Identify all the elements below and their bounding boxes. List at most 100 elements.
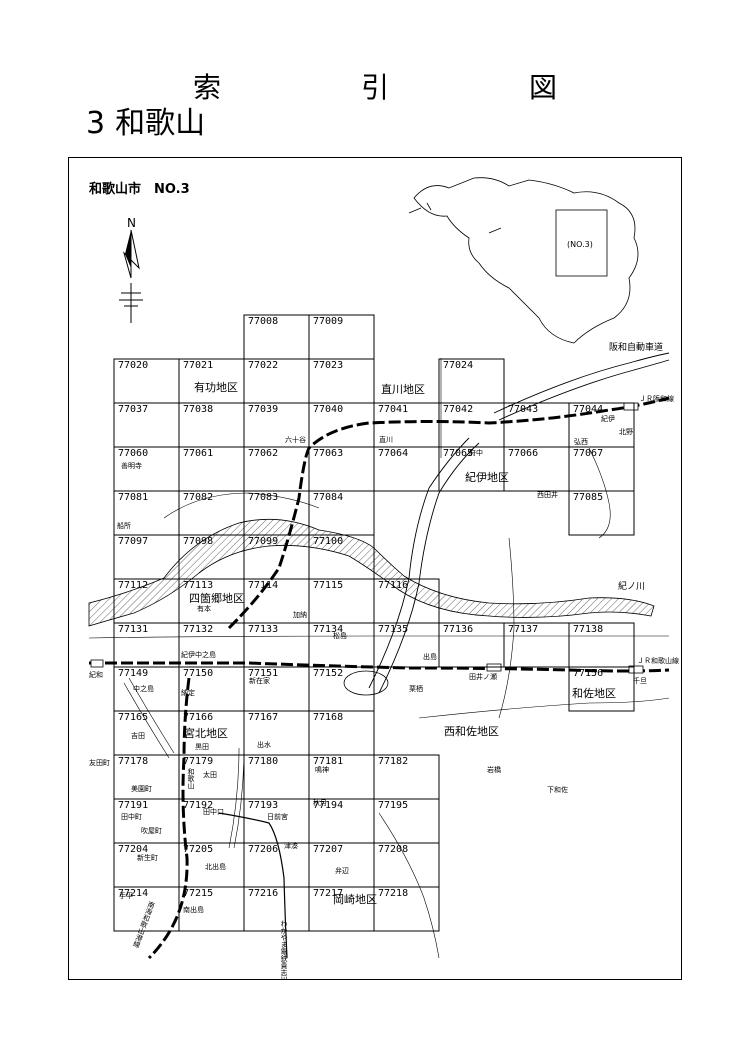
- grid-sheet[interactable]: 77023: [309, 359, 374, 403]
- grid-sheet-number: 77208: [378, 844, 409, 855]
- grid-sheet[interactable]: 77152: [309, 667, 374, 711]
- grid-sheet[interactable]: 77084: [309, 491, 374, 535]
- grid-sheet[interactable]: 77137: [504, 623, 569, 667]
- grid-sheet[interactable]: 77082: [179, 491, 244, 535]
- grid-sheet[interactable]: 77060: [114, 447, 179, 491]
- grid-sheet[interactable]: 77136: [439, 623, 504, 667]
- grid-sheet[interactable]: 77020: [114, 359, 179, 403]
- grid-sheet[interactable]: 77097: [114, 535, 179, 579]
- grid-sheet[interactable]: 77168: [309, 711, 374, 755]
- grid-sheet[interactable]: 77138: [569, 623, 634, 667]
- grid-sheet[interactable]: 77039: [244, 403, 309, 447]
- road-8: [123, 677, 175, 759]
- grid-sheet[interactable]: 77194: [309, 799, 374, 843]
- grid-sheet[interactable]: 77151: [244, 667, 309, 711]
- grid-sheet[interactable]: 77061: [179, 447, 244, 491]
- grid-sheet[interactable]: 77208: [374, 843, 439, 887]
- grid-sheet[interactable]: 77112: [114, 579, 179, 623]
- grid-sheet-number: 77150: [183, 668, 214, 679]
- grid-sheet[interactable]: 77191: [114, 799, 179, 843]
- grid-sheet[interactable]: 77204: [114, 843, 179, 887]
- grid-sheet[interactable]: 77083: [244, 491, 309, 535]
- grid-sheet[interactable]: 77041: [374, 403, 439, 447]
- label-jr-hanwa: ＪＲ阪和線: [639, 395, 674, 403]
- grid-sheet[interactable]: 77215: [179, 887, 244, 931]
- grid-sheet[interactable]: 77207: [309, 843, 374, 887]
- grid-sheet[interactable]: 77205: [179, 843, 244, 887]
- grid-sheet[interactable]: 77116: [374, 579, 439, 623]
- grid-sheet[interactable]: 77133: [244, 623, 309, 667]
- grid-sheet[interactable]: 77008: [244, 315, 309, 359]
- grid-sheet-number: 77042: [443, 404, 474, 415]
- grid-sheet[interactable]: 77115: [309, 579, 374, 623]
- grid-sheet-number: 77039: [248, 404, 279, 415]
- grid-sheet[interactable]: 77134: [309, 623, 374, 667]
- grid-sheet[interactable]: 77038: [179, 403, 244, 447]
- label-tehira: 手平: [119, 892, 133, 900]
- grid-sheet[interactable]: 77024: [439, 359, 504, 403]
- label-kishigawa: わかやま電鉄貴志川線: [280, 920, 288, 980]
- grid-sheet[interactable]: 77218: [374, 887, 439, 931]
- grid-sheet[interactable]: 77098: [179, 535, 244, 579]
- grid-sheet[interactable]: 77156: [569, 667, 634, 711]
- grid-sheet-number: 77020: [118, 360, 149, 371]
- district-nishiwasa: 西和佐地区: [444, 725, 499, 738]
- grid-sheet[interactable]: 77206: [244, 843, 309, 887]
- grid-sheet[interactable]: 77192: [179, 799, 244, 843]
- grid-sheet[interactable]: 77100: [309, 535, 374, 579]
- grid-sheet[interactable]: 77063: [309, 447, 374, 491]
- label-matsushima: 松島: [333, 632, 347, 640]
- grid-sheet[interactable]: 77178: [114, 755, 179, 799]
- grid-sheet[interactable]: 77166: [179, 711, 244, 755]
- grid-sheet[interactable]: 77193: [244, 799, 309, 843]
- grid-sheet[interactable]: 77135: [374, 623, 439, 667]
- grid-sheet[interactable]: 77066: [504, 447, 569, 491]
- grid-sheet[interactable]: 77042: [439, 403, 504, 447]
- grid-sheet[interactable]: 77180: [244, 755, 309, 799]
- grid-sheet-number: 77113: [183, 580, 214, 591]
- grid-sheet[interactable]: 77179: [179, 755, 244, 799]
- grid-sheet[interactable]: 77081: [114, 491, 179, 535]
- grid-sheet[interactable]: 77022: [244, 359, 309, 403]
- grid-sheet[interactable]: 77214: [114, 887, 179, 931]
- railway-jr-hanwa: [227, 396, 670, 630]
- grid-sheet[interactable]: 77181: [309, 755, 374, 799]
- grid-sheet-number: 77207: [313, 844, 344, 855]
- grid-sheet[interactable]: 77131: [114, 623, 179, 667]
- grid-sheet[interactable]: 77065: [439, 447, 504, 491]
- district-yuko: 有功地区: [194, 381, 238, 394]
- grid-sheet[interactable]: 77167: [244, 711, 309, 755]
- grid-sheet-number: 77043: [508, 404, 539, 415]
- station-kiwa-box: [90, 659, 104, 668]
- grid-sheet[interactable]: 77150: [179, 667, 244, 711]
- label-bendai: 弁辺: [335, 867, 349, 875]
- grid-sheet-number: 77112: [118, 580, 149, 591]
- grid-sheet[interactable]: 77067: [569, 447, 634, 491]
- grid-sheet[interactable]: 77113: [179, 579, 244, 623]
- grid-sheet[interactable]: 77044: [569, 403, 634, 447]
- grid-sheet[interactable]: 77165: [114, 711, 179, 755]
- grid-sheet-number: 77066: [508, 448, 539, 459]
- grid-sheet[interactable]: 77040: [309, 403, 374, 447]
- grid-sheet-number: 77194: [313, 800, 344, 811]
- grid-sheet[interactable]: 77216: [244, 887, 309, 931]
- grid-sheet[interactable]: 77009: [309, 315, 374, 359]
- label-shinzaike: 新在家: [249, 677, 270, 685]
- grid-sheet[interactable]: 77217: [309, 887, 374, 931]
- grid-sheet[interactable]: 77182: [374, 755, 439, 799]
- grid-sheet[interactable]: 77064: [374, 447, 439, 491]
- grid-sheet[interactable]: 77037: [114, 403, 179, 447]
- label-yoshida: 吉田: [131, 732, 145, 740]
- grid-sheet[interactable]: 77085: [569, 491, 634, 535]
- grid-sheet[interactable]: 77062: [244, 447, 309, 491]
- grid-sheet[interactable]: 77195: [374, 799, 439, 843]
- grid-sheet[interactable]: 77043: [504, 403, 569, 447]
- label-nishitai: 西田井: [537, 491, 558, 499]
- grid-sheet-number: 77114: [248, 580, 279, 591]
- grid-sheet[interactable]: 77149: [114, 667, 179, 711]
- grid-sheet-number: 77180: [248, 756, 279, 767]
- grid-sheet[interactable]: 77021: [179, 359, 244, 403]
- grid-sheet[interactable]: 77132: [179, 623, 244, 667]
- grid-sheet[interactable]: 77114: [244, 579, 309, 623]
- grid-sheet[interactable]: 77099: [244, 535, 309, 579]
